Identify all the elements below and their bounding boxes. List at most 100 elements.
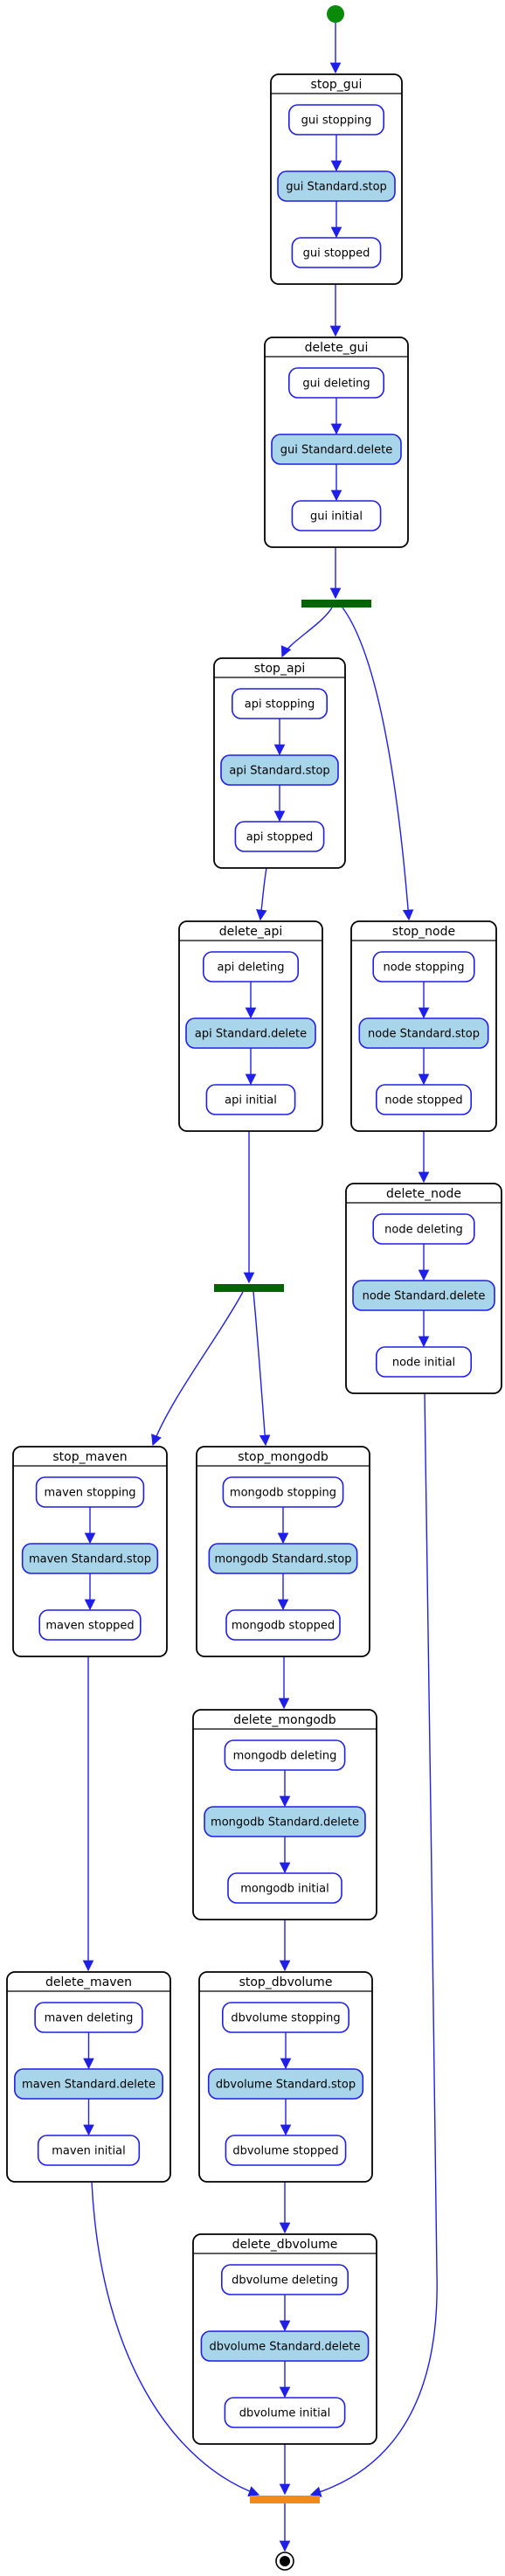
fork-bar xyxy=(301,600,371,608)
state-label: dbvolume Standard.stop xyxy=(216,2079,356,2092)
state-label: maven initial xyxy=(52,2145,125,2158)
state: node initial xyxy=(375,1346,472,1378)
state-label: maven stopping xyxy=(44,1487,135,1500)
group-title: delete_gui xyxy=(305,341,369,355)
state-label: mongodb deleting xyxy=(233,1750,337,1763)
state-label: mongodb Standard.stop xyxy=(214,1553,351,1566)
state-label: mongodb stopping xyxy=(230,1487,336,1500)
state-label: dbvolume Standard.delete xyxy=(209,2341,360,2354)
state-label: node Standard.stop xyxy=(368,1028,480,1041)
state-label: gui stopped xyxy=(303,247,370,260)
state-label: dbvolume stopping xyxy=(231,2012,340,2025)
state-label: dbvolume deleting xyxy=(232,2274,338,2288)
state-active: api Standard.delete xyxy=(185,1017,316,1049)
state-box xyxy=(291,500,382,531)
state: dbvolume deleting xyxy=(221,2264,349,2295)
state-label: gui deleting xyxy=(302,378,370,391)
state-active: maven Standard.stop xyxy=(21,1543,159,1574)
edge-stop_api-to-delete_api xyxy=(256,867,267,921)
state-active: gui Standard.delete xyxy=(271,434,402,465)
state: api deleting xyxy=(203,951,300,982)
state: dbvolume stopped xyxy=(225,2135,347,2166)
state: api stopped xyxy=(234,821,325,852)
state: mongodb initial xyxy=(227,1872,342,1904)
state-label: mongodb stopped xyxy=(232,1620,335,1633)
state: mongodb deleting xyxy=(224,1739,346,1771)
group-title: stop_gui xyxy=(311,78,363,92)
state-active: api Standard.stop xyxy=(220,754,339,786)
fork-bar xyxy=(214,1284,284,1292)
group-title: stop_maven xyxy=(52,1450,127,1464)
state-box xyxy=(291,237,382,268)
state: gui deleting xyxy=(287,367,384,399)
state: maven stopping xyxy=(35,1476,145,1508)
state-label: mongodb initial xyxy=(240,1883,329,1896)
state: mongodb stopping xyxy=(222,1476,344,1508)
edge-delete_node-to-join xyxy=(309,1392,438,2497)
end-node xyxy=(280,2556,290,2566)
state-active: maven Standard.delete xyxy=(14,2068,163,2100)
state-active: node Standard.stop xyxy=(358,1017,489,1049)
group-title: stop_dbvolume xyxy=(239,1975,333,1989)
state: dbvolume initial xyxy=(224,2397,346,2428)
state-label: node deleting xyxy=(384,1224,463,1237)
edge-delete_maven-to-join xyxy=(91,2181,260,2497)
state-label: mongodb Standard.delete xyxy=(211,1816,359,1830)
state-label: node stopped xyxy=(384,1094,462,1107)
state: maven stopped xyxy=(38,1609,142,1641)
state: node deleting xyxy=(372,1213,475,1245)
state-label: maven stopped xyxy=(45,1620,134,1633)
state-active: gui Standard.stop xyxy=(277,170,396,202)
state-box xyxy=(225,1609,341,1641)
join-bar xyxy=(250,2496,320,2503)
state-label: dbvolume stopped xyxy=(232,2145,338,2158)
edge-fork2-to-stop_mongodb xyxy=(252,1291,271,1447)
state-label: maven Standard.stop xyxy=(29,1553,151,1566)
nodes-layer xyxy=(214,5,371,2571)
state-active: mongodb Standard.delete xyxy=(204,1806,366,1837)
edge-fork2-to-stop_maven xyxy=(151,1291,244,1447)
state: node stopped xyxy=(375,1084,472,1115)
state: maven initial xyxy=(37,2135,141,2166)
state-box xyxy=(234,821,325,852)
state-label: dbvolume initial xyxy=(239,2407,331,2420)
state-label: gui Standard.delete xyxy=(280,444,392,457)
state: mongodb stopped xyxy=(225,1609,341,1641)
state-box xyxy=(227,1872,342,1904)
state: gui stopping xyxy=(287,104,384,135)
state-box xyxy=(224,2397,346,2428)
state-active: node Standard.delete xyxy=(352,1280,495,1311)
state-label: api Standard.delete xyxy=(195,1028,307,1041)
state-label: maven deleting xyxy=(45,2012,134,2025)
state-label: gui stopping xyxy=(301,115,372,128)
state-box xyxy=(375,1084,472,1115)
state: maven deleting xyxy=(34,2002,143,2033)
group-title: stop_node xyxy=(392,925,455,939)
state-active: dbvolume Standard.stop xyxy=(207,2068,364,2100)
state-label: api deleting xyxy=(217,962,284,975)
state-label: gui Standard.stop xyxy=(286,181,387,194)
state: api stopping xyxy=(231,688,328,719)
group-title: stop_mongodb xyxy=(238,1450,329,1464)
group-title: delete_maven xyxy=(45,1975,132,1989)
state-label: gui initial xyxy=(310,510,363,524)
start-node xyxy=(327,5,344,23)
state-label: api stopped xyxy=(246,831,314,844)
state-label: node Standard.delete xyxy=(363,1290,486,1303)
group-title: delete_api xyxy=(219,925,282,939)
state: dbvolume stopping xyxy=(222,2002,349,2033)
state-label: api Standard.stop xyxy=(229,765,329,778)
state: gui initial xyxy=(291,500,382,531)
group-title: stop_api xyxy=(254,662,306,676)
state-box xyxy=(37,2135,141,2166)
